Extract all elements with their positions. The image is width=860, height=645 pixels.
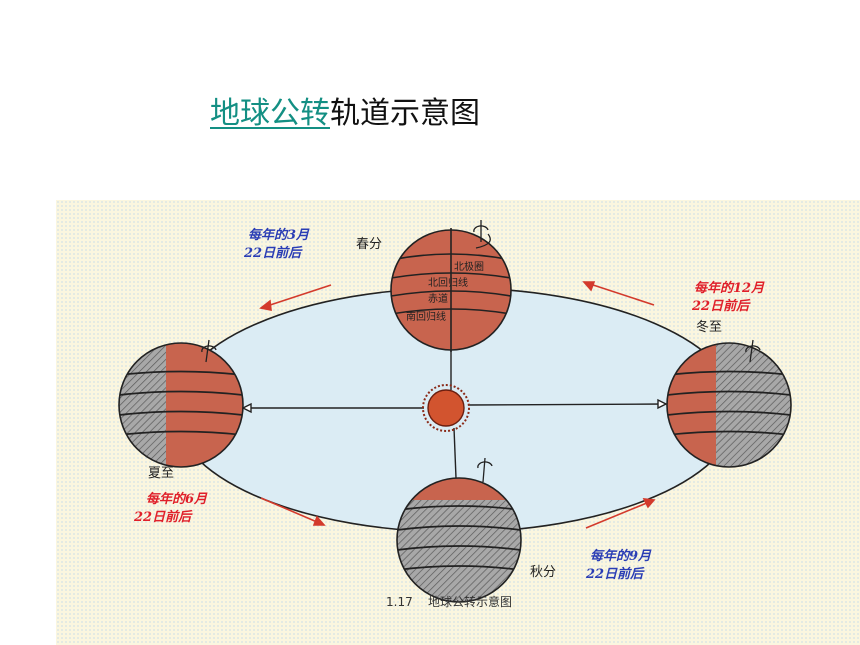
orbit-arrow-icon [259,281,656,529]
sun-rays [241,350,668,479]
label-spring: 春分 [356,237,382,252]
zone-equator: 赤道 [428,292,448,305]
page-title: 地球公转轨道示意图 [210,88,480,132]
zone-tropic-capricorn: 南回归线 [406,310,446,323]
note-summer-1: 每年的6月 [146,491,208,507]
orbit-svg: 北极圈 北回归线 赤道 南回归线 [118,220,792,609]
rotation-arrow-icon [201,339,217,363]
title-link[interactable]: 地球公转 [210,96,330,131]
title-rest: 轨道示意图 [330,96,480,131]
zone-arctic: 北极圈 [454,260,484,273]
note-winter-1: 每年的12月 [694,280,765,296]
orbit-diagram: 北极圈 北回归线 赤道 南回归线 [56,200,860,645]
sun-icon [422,384,470,432]
earth-spring: 北极圈 北回归线 赤道 南回归线 [390,228,512,352]
note-autumn-1: 每年的9月 [590,548,652,564]
note-summer-2: 22日前后 [133,509,193,525]
zone-tropic-cancer: 北回归线 [428,276,468,289]
note-spring-2: 22日前后 [243,245,303,261]
note-autumn-2: 22日前后 [585,566,645,582]
figure-caption: 1.17 地球公转示意图 [386,594,512,609]
rotation-arrow-icon [477,457,493,483]
label-winter: 冬至 [696,319,722,335]
note-spring-1: 每年的3月 [248,227,310,243]
label-autumn: 秋分 [530,565,556,580]
earth-summer [118,339,244,468]
rotation-arrow-icon [745,339,761,363]
note-winter-2: 22日前后 [691,298,751,314]
rotation-arrow-icon [473,220,489,242]
label-summer: 夏至 [148,466,174,481]
